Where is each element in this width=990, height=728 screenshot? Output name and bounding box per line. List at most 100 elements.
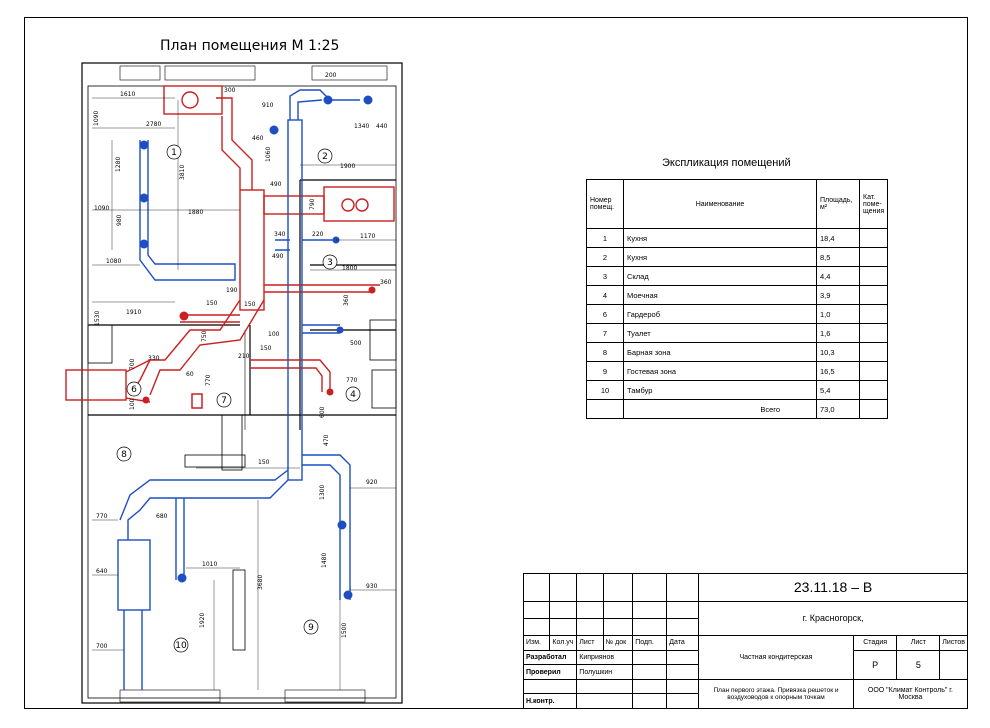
drawing-frame: [24, 17, 968, 709]
svg-text:210: 210: [238, 353, 250, 360]
svg-text:3810: 3810: [179, 165, 186, 180]
svg-text:200: 200: [325, 72, 337, 79]
sheet-title: План первого этажа. Привязка решеток и в…: [698, 678, 854, 710]
svg-text:640: 640: [96, 568, 108, 575]
svg-text:1010: 1010: [202, 561, 217, 568]
svg-text:1280: 1280: [115, 157, 122, 172]
svg-text:790: 790: [309, 198, 316, 210]
svg-text:360: 360: [380, 279, 392, 286]
svg-text:1880: 1880: [188, 209, 203, 216]
svg-text:3: 3: [327, 258, 333, 268]
svg-text:1080: 1080: [106, 258, 121, 265]
grilles: [139, 95, 373, 600]
svg-text:150: 150: [206, 300, 218, 307]
dimension-lines: [92, 97, 396, 690]
svg-text:1500: 1500: [341, 623, 348, 638]
svg-text:500: 500: [350, 340, 362, 347]
svg-text:10: 10: [175, 641, 187, 651]
header-area: Площадь, м²: [816, 179, 860, 229]
svg-text:100: 100: [268, 331, 280, 338]
stage: Р: [852, 649, 898, 680]
svg-text:1920: 1920: [199, 613, 206, 628]
exhaust-ducts: [65, 85, 395, 403]
svg-text:150: 150: [244, 301, 256, 308]
svg-text:1610: 1610: [120, 91, 135, 98]
walls: [81, 62, 403, 704]
svg-text:1910: 1910: [126, 309, 141, 316]
svg-text:1530: 1530: [94, 311, 101, 326]
svg-text:1300: 1300: [319, 485, 326, 500]
svg-text:910: 910: [262, 102, 274, 109]
object-name: Частная кондитерская: [698, 635, 854, 680]
explication-header-row: Номер помещ. Наименование Площадь, м² Ка…: [586, 179, 889, 229]
room-markers: [116, 144, 361, 653]
svg-text:60: 60: [186, 371, 194, 378]
svg-text:1: 1: [171, 148, 177, 158]
svg-text:1340: 1340: [354, 123, 369, 130]
svg-text:770: 770: [96, 513, 108, 520]
svg-text:770: 770: [205, 374, 212, 386]
dimension-labels: 200 300 1610 910 1090 2780 460 1340 440 …: [93, 72, 392, 650]
svg-text:930: 930: [366, 583, 378, 590]
header-name: Наименование: [623, 179, 817, 229]
svg-text:700: 700: [129, 358, 136, 370]
svg-text:460: 460: [252, 135, 264, 142]
svg-text:1090: 1090: [94, 205, 109, 212]
svg-text:300: 300: [224, 87, 236, 94]
svg-text:100: 100: [129, 398, 136, 410]
svg-text:750: 750: [201, 330, 208, 342]
svg-text:1060: 1060: [265, 147, 272, 162]
svg-text:3680: 3680: [257, 575, 264, 590]
exhaust-grilles: [142, 286, 376, 409]
explication-table: Номер помещ. Наименование Площадь, м² Ка…: [586, 179, 889, 419]
room-numbers: 1 2 3 4 6 7 8 9 10: [121, 148, 356, 651]
svg-text:220: 220: [312, 231, 324, 238]
svg-text:980: 980: [116, 214, 123, 226]
svg-text:700: 700: [96, 643, 108, 650]
svg-text:490: 490: [272, 253, 284, 260]
svg-text:490: 490: [270, 181, 282, 188]
svg-text:4: 4: [350, 390, 356, 400]
svg-text:2780: 2780: [146, 121, 161, 128]
plan-title: План помещения М 1:25: [160, 38, 340, 54]
svg-text:190: 190: [226, 287, 238, 294]
header-category: Кат. поме-щения: [858, 179, 889, 229]
drawing-code: 23.11.18 – В: [698, 573, 968, 602]
company: ООО "Климат Контроль" г. Москва: [852, 678, 969, 710]
explication-title: Экспликация помещений: [662, 157, 791, 169]
svg-text:2: 2: [322, 152, 328, 162]
svg-text:1900: 1900: [340, 163, 355, 170]
svg-text:600: 600: [319, 406, 326, 418]
svg-text:1090: 1090: [93, 111, 100, 126]
svg-text:8: 8: [121, 450, 127, 460]
svg-text:770: 770: [346, 377, 358, 384]
svg-text:360: 360: [343, 294, 350, 306]
svg-text:470: 470: [323, 434, 330, 446]
svg-text:680: 680: [156, 513, 168, 520]
supply-ducts: [117, 89, 360, 690]
svg-text:150: 150: [258, 459, 270, 466]
svg-text:440: 440: [376, 123, 388, 130]
city: г. Красногорск,: [698, 600, 968, 637]
svg-text:6: 6: [131, 385, 137, 395]
svg-text:7: 7: [221, 396, 227, 406]
svg-text:330: 330: [148, 355, 160, 362]
svg-text:920: 920: [366, 479, 378, 486]
sheet-number: 5: [896, 649, 941, 680]
header-num: Номер помещ.: [586, 179, 624, 229]
svg-text:150: 150: [260, 345, 272, 352]
svg-text:9: 9: [308, 623, 314, 633]
